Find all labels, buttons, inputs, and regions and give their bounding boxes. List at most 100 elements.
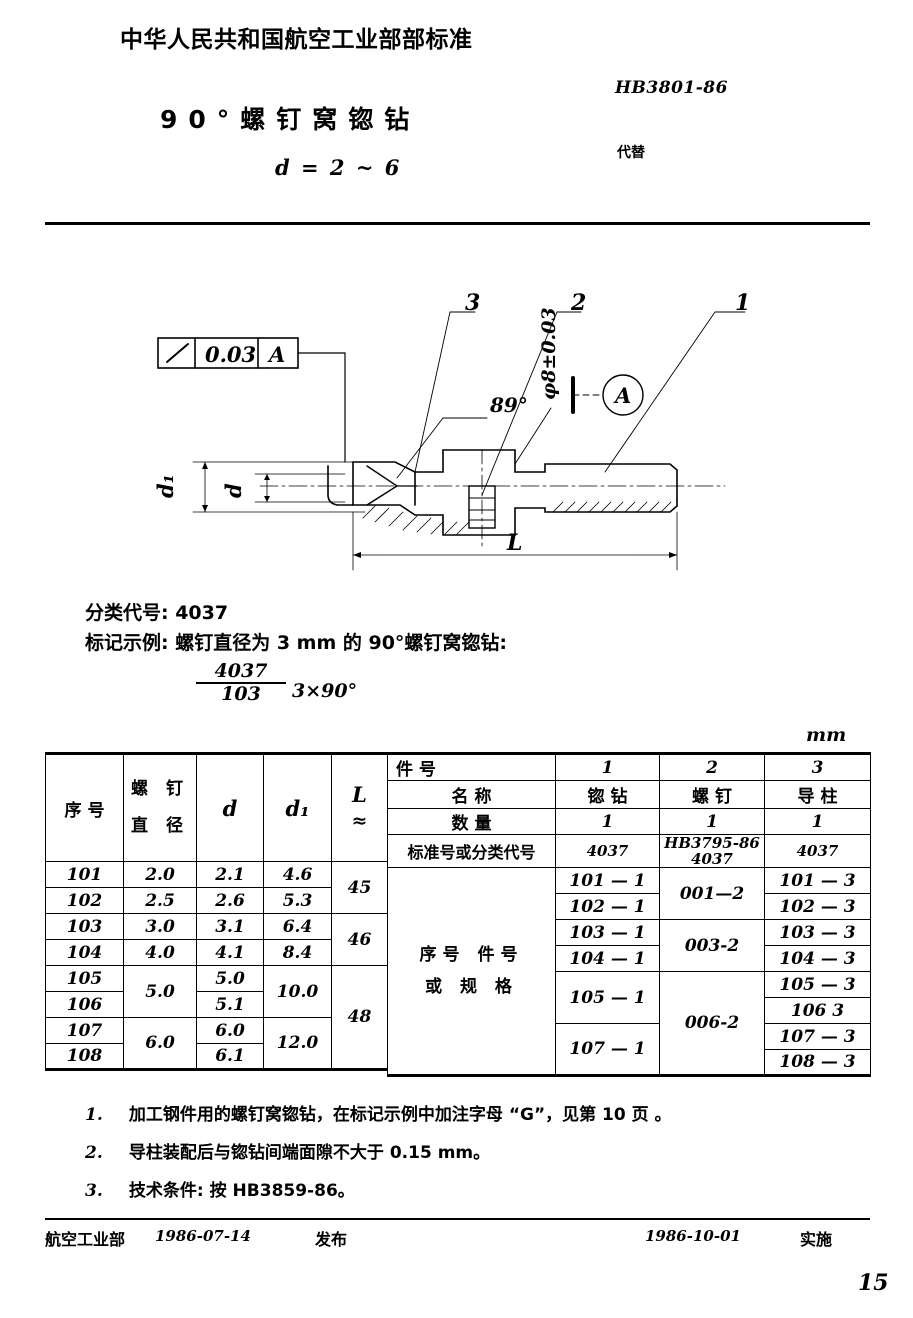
table-row: 101 2.0 2.1 4.6 45 xyxy=(45,861,388,914)
cell-screw-dia: 4.0 xyxy=(123,939,197,966)
spec-col2: 006-2 xyxy=(659,971,765,1077)
cell-seq: 107 xyxy=(45,1017,124,1044)
footer-effective-date: 1986-10-01 xyxy=(645,1227,741,1245)
label-part-no: 件 号 xyxy=(387,753,556,781)
header-L-symbol: L xyxy=(352,782,367,807)
part-name-1: 锪 钻 xyxy=(555,780,660,809)
code-2: HB3795-86 4037 xyxy=(659,833,765,869)
header-divider xyxy=(45,222,870,225)
note-index: 1. xyxy=(85,1105,103,1125)
parts-row-part-no: 件 号 1 2 3 xyxy=(387,753,871,781)
cell-seq: 105 xyxy=(45,965,124,992)
parts-spec-row: 107 — 1 107 — 3 xyxy=(388,1023,871,1077)
cell-d1: 4.6 xyxy=(263,861,332,888)
part-section-outline xyxy=(327,465,678,536)
code-1: 4037 xyxy=(555,833,660,869)
cell-d1: 5.3 xyxy=(263,887,332,914)
cell-d1: 8.4 xyxy=(263,939,332,966)
parts-row-quantity: 数 量 1 1 1 xyxy=(387,808,871,835)
spec-col3: 104 — 3 xyxy=(764,945,871,973)
note-text: 加工钢件用的螺钉窝锪钻，在标记示例中加注字母 “G”，见第 10 页 。 xyxy=(128,1105,672,1125)
angle-leader xyxy=(396,417,488,479)
cell-L: 48 xyxy=(331,965,388,1070)
notes-list: 1. 加工钢件用的螺钉窝锪钻，在标记示例中加注字母 “G”，见第 10 页 。 … xyxy=(85,1100,885,1214)
footer-issue-date: 1986-07-14 xyxy=(155,1227,251,1245)
cell-screw-dia: 3.0 xyxy=(123,913,197,940)
parts-spec-row: 106 3 xyxy=(388,997,871,1025)
angle-callout-text: 89° xyxy=(489,393,528,417)
unit-label: mm xyxy=(806,724,847,746)
dim-d-text: d xyxy=(221,483,246,498)
cell-d: 6.0 xyxy=(196,1017,264,1044)
tolerance-value-text: 0.03 xyxy=(205,342,256,367)
cell-d: 6.1 xyxy=(196,1043,264,1070)
parts-spec-row: 105 — 1 006-2 105 — 3 xyxy=(388,971,871,1077)
spec-col1: 103 — 1 xyxy=(555,919,660,947)
standard-number: HB3801-86 xyxy=(615,78,728,98)
cell-d1: 6.4 xyxy=(263,913,332,940)
part-no-1: 1 xyxy=(555,753,660,781)
note-index: 3. xyxy=(85,1181,103,1201)
quantity-3: 1 xyxy=(764,808,871,835)
subject-title: 90°螺钉窝锪钻 xyxy=(160,105,421,134)
cell-d: 5.1 xyxy=(196,991,264,1018)
cell-d: 2.6 xyxy=(196,887,264,914)
spec-col1: 101 — 1 xyxy=(555,867,660,895)
parts-spec-row: 序号 件号 或 规 格 101 — 1 001—2 101 — 3 xyxy=(387,867,871,1077)
document-title: 中华人民共和国航空工业部部标准 xyxy=(120,27,473,53)
leader-lines xyxy=(297,311,746,496)
replaces-label: 代替 xyxy=(617,145,645,161)
spec-col3: 102 — 3 xyxy=(764,893,871,921)
dimensions-table: 序 号 螺 钉 直 径 d d₁ L ≈ xyxy=(45,752,388,1071)
spec-col1: 105 — 1 xyxy=(555,971,660,1025)
part-no-3: 3 xyxy=(764,753,871,781)
code-2-bottom: 4037 xyxy=(691,850,733,869)
spec-col1: 102 — 1 xyxy=(555,893,660,921)
datum-circle-label-text: A xyxy=(613,383,631,408)
cell-d1: 12.0 xyxy=(263,1017,332,1070)
dimension-d xyxy=(254,473,346,503)
label-part-no-a: 件 号 xyxy=(396,760,436,780)
table-row: 108 6.1 xyxy=(45,1043,388,1070)
dim-d1-text: d₁ xyxy=(153,474,178,498)
spec-col3: 105 — 3 xyxy=(764,971,871,999)
header-d1: d₁ xyxy=(263,753,332,862)
header-seq-no: 序 号 xyxy=(45,753,124,862)
item-label-2-text: 2 xyxy=(570,290,586,316)
note-text: 技术条件: 按 HB3859-86。 xyxy=(128,1181,355,1201)
header-L: L ≈ xyxy=(331,753,388,862)
table-row: 107 6.0 6.0 12.0 xyxy=(45,1017,388,1070)
diameter-callout-text: φ8±0.03 xyxy=(538,307,560,400)
parts-spec-row: 108 — 3 xyxy=(388,1049,871,1077)
note-item: 3. 技术条件: 按 HB3859-86。 xyxy=(85,1176,885,1201)
cell-seq: 101 xyxy=(45,861,124,888)
parts-list-table: 件 号 1 2 3 名 称 锪 钻 螺 钉 导 柱 数 量 1 1 xyxy=(387,752,871,1078)
note-text: 导柱装配后与锪钻间端面隙不大于 0.15 mm。 xyxy=(128,1143,491,1163)
code-3-bottom: 4037 xyxy=(796,842,839,861)
spec-col3: 106 3 xyxy=(764,997,871,1025)
cell-screw-dia: 5.0 xyxy=(123,965,197,1018)
cell-d: 5.0 xyxy=(196,965,264,992)
label-seq-part-spec-line1: 序号 件号 xyxy=(419,945,524,966)
label-name: 名 称 xyxy=(387,780,556,809)
document-footer: 航空工业部 1986-07-14 发布 1986-10-01 实施 xyxy=(45,1224,870,1252)
dimension-d1 xyxy=(192,461,366,513)
table-row: 105 5.0 5.0 10.0 48 xyxy=(45,965,388,1070)
cell-screw-dia: 2.5 xyxy=(123,887,197,914)
spec-col3: 101 — 3 xyxy=(764,867,871,895)
label-seq-part-spec: 序号 件号 或 规 格 xyxy=(387,867,556,1077)
diameter-leader xyxy=(514,407,552,465)
spec-col3: 108 — 3 xyxy=(764,1049,871,1077)
cell-seq: 108 xyxy=(45,1043,124,1070)
diameter-range-spec: d = 2 ~ 6 xyxy=(275,155,402,180)
label-std-or-class-code: 标准号或分类代号 xyxy=(387,833,556,869)
cell-seq: 103 xyxy=(45,913,124,940)
cell-L: 45 xyxy=(331,861,388,914)
part-no-2: 2 xyxy=(659,753,765,781)
tolerance-datum-ref-text: A xyxy=(267,342,285,367)
footer-effective-word: 实施 xyxy=(800,1230,833,1249)
dimension-L xyxy=(352,511,678,571)
header-L-approx: ≈ xyxy=(351,810,368,833)
tolerance-frame xyxy=(157,337,346,463)
dim-L-text: L xyxy=(506,530,522,556)
